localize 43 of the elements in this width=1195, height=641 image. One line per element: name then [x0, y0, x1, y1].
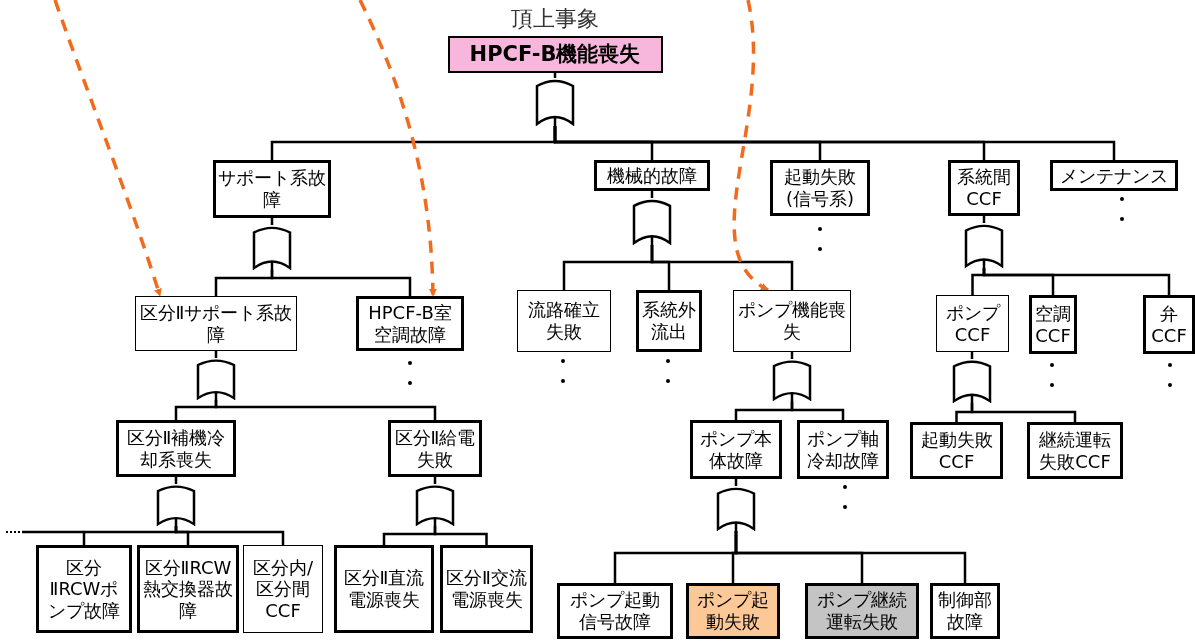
event-box: 空調CCF [1029, 295, 1077, 354]
event-box: 系統間CCF [948, 160, 1020, 216]
event-box: HPCF-B室空調故障 [356, 296, 464, 351]
dashed-arrow [358, 0, 437, 297]
heading-text: 頂上事象 [511, 5, 599, 33]
connector-line [214, 400, 437, 420]
dashed-arrow [732, 0, 770, 292]
event-box: 区分Ⅱ補機冷却系喪失 [116, 420, 236, 477]
event-box: 継続運転失敗CCF [1027, 422, 1123, 479]
event-box: 区分Ⅱ給電失敗 [388, 420, 482, 477]
connector-line [650, 245, 794, 290]
event-box: ポンプ起動信号故障 [557, 583, 673, 639]
event-box: ポンプ継続運転失敗 [805, 583, 919, 639]
event-box: 区分Ⅱ交流電源喪失 [440, 545, 533, 633]
event-box: ポンプ機能喪失 [733, 290, 851, 352]
event-box: 起動失敗CCF [910, 422, 1003, 479]
connector-line [982, 268, 1171, 295]
connector-line [270, 270, 412, 296]
event-box: 区分Ⅱ直流電源喪失 [334, 545, 434, 633]
event-box: 制御部故障 [930, 583, 1000, 639]
event-box: 起動失敗(信号系) [770, 160, 870, 216]
connector-line [553, 126, 1116, 160]
event-box: メンテナンス [1050, 160, 1178, 191]
event-box: サポート系故障 [213, 160, 331, 218]
connector-line [433, 526, 488, 545]
dashed-arrow [53, 0, 162, 297]
event-box: ポンプ軸冷却故障 [797, 420, 889, 479]
event-box: ポンプ起動失敗 [686, 583, 780, 639]
event-box: 区分内/区分間CCF [243, 545, 323, 633]
event-box: ポンプ本体故障 [690, 420, 782, 479]
connector-line [734, 531, 967, 583]
event-box: ポンプCCF [936, 295, 1009, 352]
top-event-box: HPCF-B機能喪失 [447, 36, 663, 73]
connector-line [970, 403, 1077, 422]
connector-line [174, 526, 285, 545]
event-box: 機械的故障 [594, 160, 710, 191]
event-box: 弁CCF [1143, 295, 1195, 354]
event-box: 区分Ⅱサポート系故障 [135, 296, 297, 351]
event-box: 流路確立失敗 [517, 290, 611, 352]
connector-line [790, 401, 845, 420]
event-box: 区分ⅡRCWポンプ故障 [36, 545, 132, 633]
event-box: 区分ⅡRCW熱交換器故障 [137, 545, 239, 633]
event-box: 系統外流出 [636, 290, 702, 352]
